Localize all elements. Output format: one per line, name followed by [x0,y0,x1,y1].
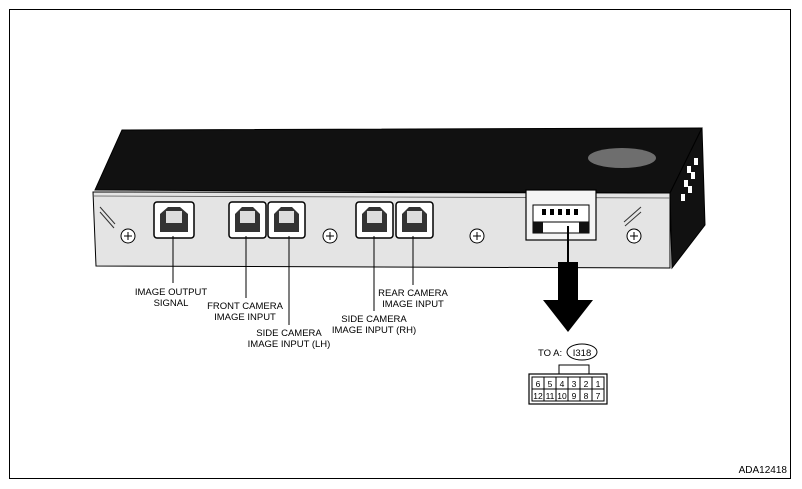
pin-8: 8 [584,391,589,401]
label-rear-camera-2: IMAGE INPUT [382,299,444,310]
pin-10: 10 [557,391,567,401]
figure-frame [9,9,791,479]
screw-icon [322,228,338,244]
figure-code: ADA12418 [738,465,787,476]
label-image-output-2: SIGNAL [154,298,189,309]
label-rear-camera-1: REAR CAMERA [378,288,448,299]
screw-icon [469,228,485,244]
pin-7: 7 [596,391,601,401]
label-side-lh-2: IMAGE INPUT (LH) [248,339,331,350]
pin-1: 1 [596,379,601,389]
connector-pin-view [528,364,608,405]
connector-code: I318 [573,348,592,359]
unit-connector [525,189,597,241]
port-front-camera [228,201,267,239]
pin-9: 9 [572,391,577,401]
pin-3: 3 [572,379,577,389]
pin-2: 2 [584,379,589,389]
label-front-camera-2: IMAGE INPUT [214,312,276,323]
label-image-output-1: IMAGE OUTPUT [135,287,208,298]
pin-4: 4 [560,379,565,389]
screw-icon [626,228,642,244]
label-side-lh-1: SIDE CAMERA [256,328,322,339]
label-side-rh-1: SIDE CAMERA [341,314,407,325]
top-highlight [588,148,656,168]
pin-6: 6 [536,379,541,389]
pin-11: 11 [546,391,555,401]
port-rear-camera [395,201,434,239]
label-side-rh-2: IMAGE INPUT (RH) [332,325,416,336]
pin-5: 5 [548,379,553,389]
label-front-camera-1: FRONT CAMERA [207,301,283,312]
connector-to-label: TO A: [538,348,562,359]
pin-12: 12 [533,391,543,401]
arrow-icon [543,226,593,332]
port-image-output [153,201,195,239]
port-side-camera-rh [355,201,394,239]
connector-code-oval [566,343,598,361]
port-side-camera-lh [267,201,306,239]
screw-icon [120,228,136,244]
